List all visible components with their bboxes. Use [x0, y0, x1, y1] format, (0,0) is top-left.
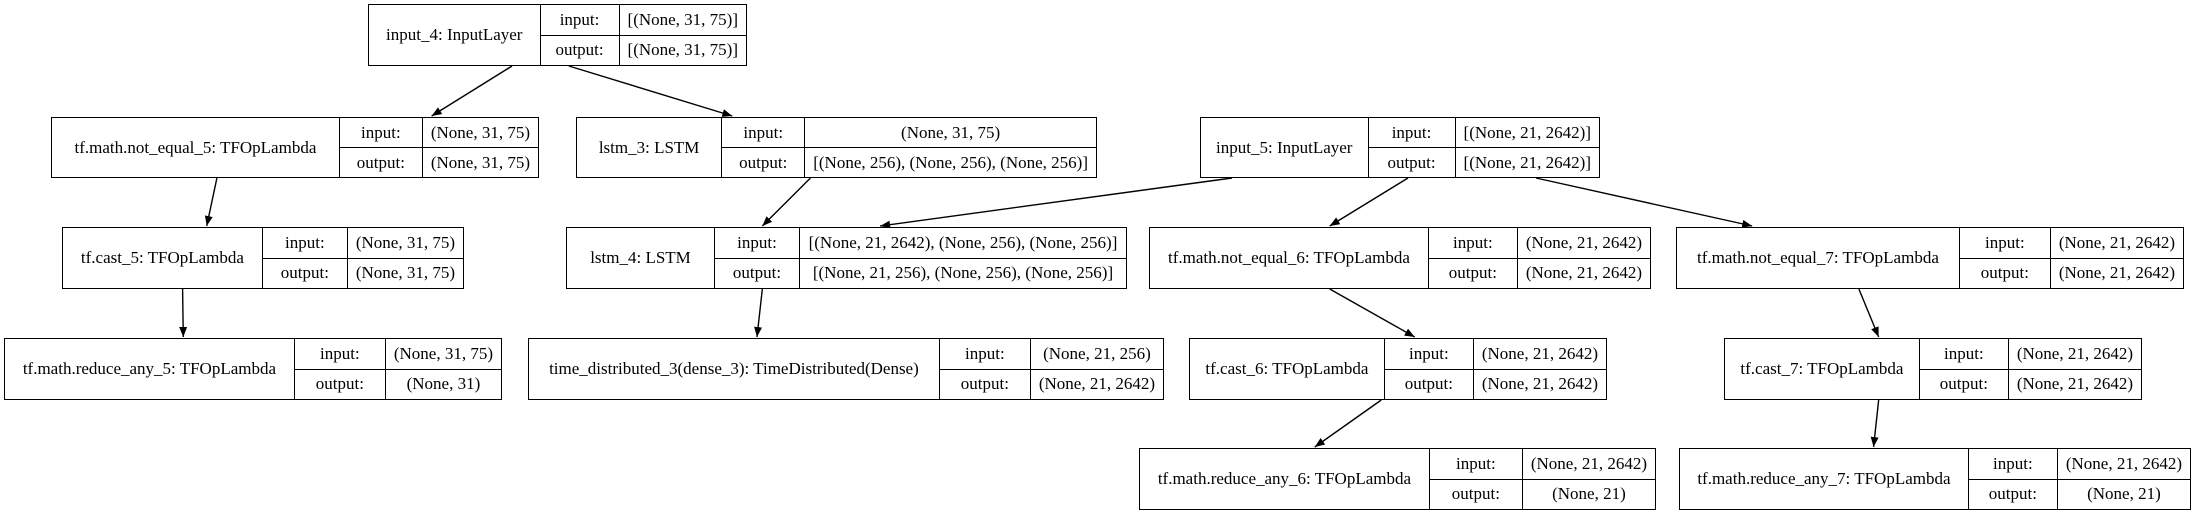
edge-n8-n12 [1858, 288, 1880, 338]
node-reduce-any-7[interactable]: tf.math.reduce_any_7: TFOpLambda input: (… [1679, 448, 2191, 510]
output-shape: [(None, 21, 2642)] [1463, 152, 1591, 172]
output-shape: (None, 21) [1552, 484, 1626, 504]
node-input-5[interactable]: input_5: InputLayer input: [(None, 21, 26… [1200, 117, 1600, 178]
input-shape: (None, 21, 2642) [1525, 232, 1642, 252]
node-reduce-any-6[interactable]: tf.math.reduce_any_6: TFOpLambda input: (… [1139, 448, 1656, 510]
input-label: input: [1430, 449, 1523, 479]
node-time-distributed-3[interactable]: time_distributed_3(dense_3): TimeDistrib… [528, 338, 1164, 400]
node-name: time_distributed_3(dense_3): TimeDistrib… [529, 339, 940, 399]
node-name: tf.math.reduce_any_5: TFOpLambda [5, 339, 295, 399]
input-label: input: [295, 339, 386, 369]
node-cast-7[interactable]: tf.cast_7: TFOpLambda input: (None, 21, 2… [1724, 338, 2142, 400]
node-name: lstm_3: LSTM [577, 118, 723, 177]
node-name: tf.cast_5: TFOpLambda [63, 228, 263, 288]
output-label: output: [263, 258, 348, 288]
input-shape: (None, 21, 2642) [1481, 343, 1598, 363]
node-name: input_4: InputLayer [369, 5, 541, 65]
edge-n12-n14 [1870, 399, 1880, 448]
output-label: output: [1969, 479, 2058, 509]
input-label: input: [1920, 339, 2009, 369]
output-label: output: [1920, 369, 2009, 399]
output-label: output: [541, 35, 620, 65]
node-input-4[interactable]: input_4: InputLayer input: [(None, 31, 75… [368, 4, 747, 66]
output-shape: [(None, 31, 75)] [627, 40, 738, 60]
input-label: input: [1385, 339, 1474, 369]
output-label: output: [1429, 258, 1518, 288]
node-name: lstm_4: LSTM [567, 228, 715, 288]
output-shape: (None, 31, 75) [430, 152, 530, 172]
input-shape: (None, 31, 75) [393, 343, 493, 363]
edge-n1-n2 [431, 65, 513, 117]
input-label: input: [340, 118, 423, 147]
output-shape: (None, 21, 2642) [1481, 374, 1598, 394]
edge-n5-n9 [179, 288, 188, 338]
node-not-equal-5[interactable]: tf.math.not_equal_5: TFOpLambda input: (N… [51, 117, 539, 178]
node-name: input_5: InputLayer [1201, 118, 1369, 177]
input-shape: (None, 21, 2642) [2065, 453, 2182, 473]
input-shape: (None, 21, 2642) [2058, 232, 2175, 252]
input-label: input: [1369, 118, 1456, 147]
input-label: input: [940, 339, 1031, 369]
input-label: input: [1429, 228, 1518, 258]
node-not-equal-6[interactable]: tf.math.not_equal_6: TFOpLambda input: (N… [1149, 227, 1651, 289]
edge-n4-n7 [1329, 177, 1409, 227]
input-shape: (None, 21, 2642) [1530, 453, 1647, 473]
output-shape: [(None, 256), (None, 256), (None, 256)] [813, 152, 1088, 172]
node-name: tf.cast_7: TFOpLambda [1725, 339, 1920, 399]
output-label: output: [715, 258, 800, 288]
output-label: output: [1385, 369, 1474, 399]
edge-n11-n13 [1314, 399, 1382, 448]
node-name: tf.math.not_equal_6: TFOpLambda [1150, 228, 1429, 288]
edge-n1-n3 [568, 65, 733, 117]
node-reduce-any-5[interactable]: tf.math.reduce_any_5: TFOpLambda input: (… [4, 338, 502, 400]
output-shape: (None, 21, 2642) [2058, 263, 2175, 283]
output-shape: (None, 21, 2642) [1525, 263, 1642, 283]
edge-n7-n11 [1329, 288, 1416, 338]
output-shape: (None, 21, 2642) [1038, 374, 1155, 394]
input-shape: (None, 21, 2642) [2016, 343, 2133, 363]
node-cast-6[interactable]: tf.cast_6: TFOpLambda input: (None, 21, 2… [1189, 338, 1607, 400]
output-label: output: [1960, 258, 2051, 288]
output-shape: (None, 31) [406, 374, 481, 394]
input-label: input: [1960, 228, 2051, 258]
edge-n4-n8 [1535, 177, 1753, 228]
node-lstm-3[interactable]: lstm_3: LSTM input: (None, 31, 75) output:… [576, 117, 1097, 178]
input-shape: [(None, 21, 2642)] [1463, 122, 1591, 142]
output-label: output: [722, 148, 806, 177]
node-name: tf.math.not_equal_7: TFOpLambda [1677, 228, 1960, 288]
node-name: tf.cast_6: TFOpLambda [1190, 339, 1385, 399]
node-name: tf.math.not_equal_5: TFOpLambda [52, 118, 340, 177]
input-label: input: [715, 228, 800, 258]
input-shape: (None, 31, 75) [430, 122, 530, 142]
edge-n4-n6 [880, 177, 1233, 229]
output-shape: (None, 31, 75) [355, 263, 455, 283]
node-cast-5[interactable]: tf.cast_5: TFOpLambda input: (None, 31, 7… [62, 227, 464, 289]
output-label: output: [1430, 479, 1523, 509]
output-shape: [(None, 21, 256), (None, 256), (None, 25… [812, 263, 1114, 283]
node-name: tf.math.reduce_any_7: TFOpLambda [1680, 449, 1969, 509]
output-label: output: [1369, 148, 1456, 177]
input-shape: (None, 21, 256) [1043, 343, 1151, 363]
input-shape: [(None, 21, 2642), (None, 256), (None, 2… [808, 232, 1118, 252]
output-shape: (None, 21) [2087, 484, 2161, 504]
edge-n2-n5 [204, 177, 218, 227]
node-not-equal-7[interactable]: tf.math.not_equal_7: TFOpLambda input: (N… [1676, 227, 2184, 289]
input-label: input: [722, 118, 806, 147]
node-name: tf.math.reduce_any_6: TFOpLambda [1140, 449, 1430, 509]
output-label: output: [340, 148, 423, 177]
input-label: input: [263, 228, 348, 258]
output-shape: (None, 21, 2642) [2016, 374, 2133, 394]
input-shape: (None, 31, 75) [901, 122, 1001, 142]
input-shape: (None, 31, 75) [355, 232, 455, 252]
edge-n6-n10 [754, 288, 764, 338]
input-shape: [(None, 31, 75)] [627, 9, 738, 29]
output-label: output: [295, 369, 386, 399]
output-label: output: [940, 369, 1031, 399]
input-label: input: [1969, 449, 2058, 479]
edge-n3-n6 [761, 177, 811, 227]
input-label: input: [541, 5, 620, 35]
node-lstm-4[interactable]: lstm_4: LSTM input: [(None, 21, 2642), (N… [566, 227, 1127, 289]
